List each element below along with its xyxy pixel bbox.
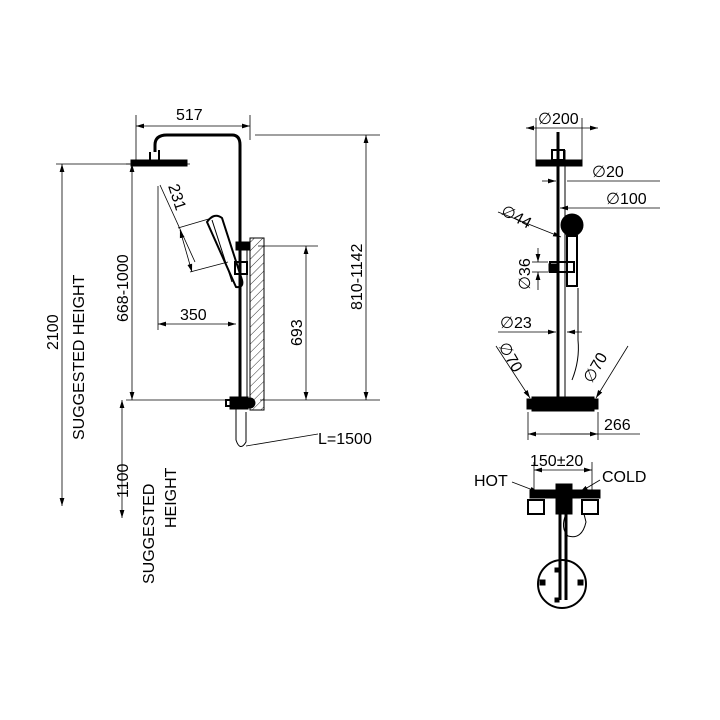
dia-20: ∅20 xyxy=(592,164,624,181)
dia-200: ∅200 xyxy=(538,111,579,128)
front-view: ∅200 ∅20 ∅100 ∅44 ∅36 ∅23 ∅70 ∅70 266 xyxy=(495,111,660,440)
shower-arm xyxy=(153,133,242,400)
side-view: 517 231 350 693 810-1142 668-1000 2100 S… xyxy=(45,107,380,584)
suggested-label: SUGGESTED xyxy=(141,484,158,584)
width-266: 266 xyxy=(604,417,631,434)
cold-label: COLD xyxy=(602,469,646,486)
dia-44: ∅44 xyxy=(498,203,534,233)
shower-head xyxy=(130,150,188,167)
dim-350: 350 xyxy=(180,307,207,324)
suggested-height-label: SUGGESTED HEIGHT xyxy=(71,274,88,440)
dim-hose-length: L=1500 xyxy=(318,431,372,448)
dim-517: 517 xyxy=(176,107,203,124)
connection-detail: 150±20 HOT COLD xyxy=(474,453,646,609)
wall-mount xyxy=(249,237,265,411)
thermostatic-valve xyxy=(225,396,256,410)
dim-693: 693 xyxy=(289,319,306,346)
hose xyxy=(235,409,247,447)
dim-1100: 1100 xyxy=(115,463,132,498)
dia-36: ∅36 xyxy=(517,258,534,290)
dim-150-20: 150±20 xyxy=(530,453,583,470)
dim-810-1142: 810-1142 xyxy=(349,243,366,310)
hand-shower xyxy=(205,214,244,289)
diverter-plate xyxy=(537,559,587,609)
front-hand-shower xyxy=(560,213,584,287)
dia-23: ∅23 xyxy=(500,315,532,332)
dim-231: 231 xyxy=(164,182,188,213)
dia-100: ∅100 xyxy=(606,191,647,208)
dia-70-right: ∅70 xyxy=(581,350,612,386)
height-label: HEIGHT xyxy=(163,467,180,528)
dim-668-1000: 668-1000 xyxy=(115,254,132,322)
dia-70-left: ∅70 xyxy=(495,340,526,376)
hot-label: HOT xyxy=(474,473,508,490)
dim-2100: 2100 xyxy=(45,314,62,350)
front-mixer xyxy=(526,396,599,412)
